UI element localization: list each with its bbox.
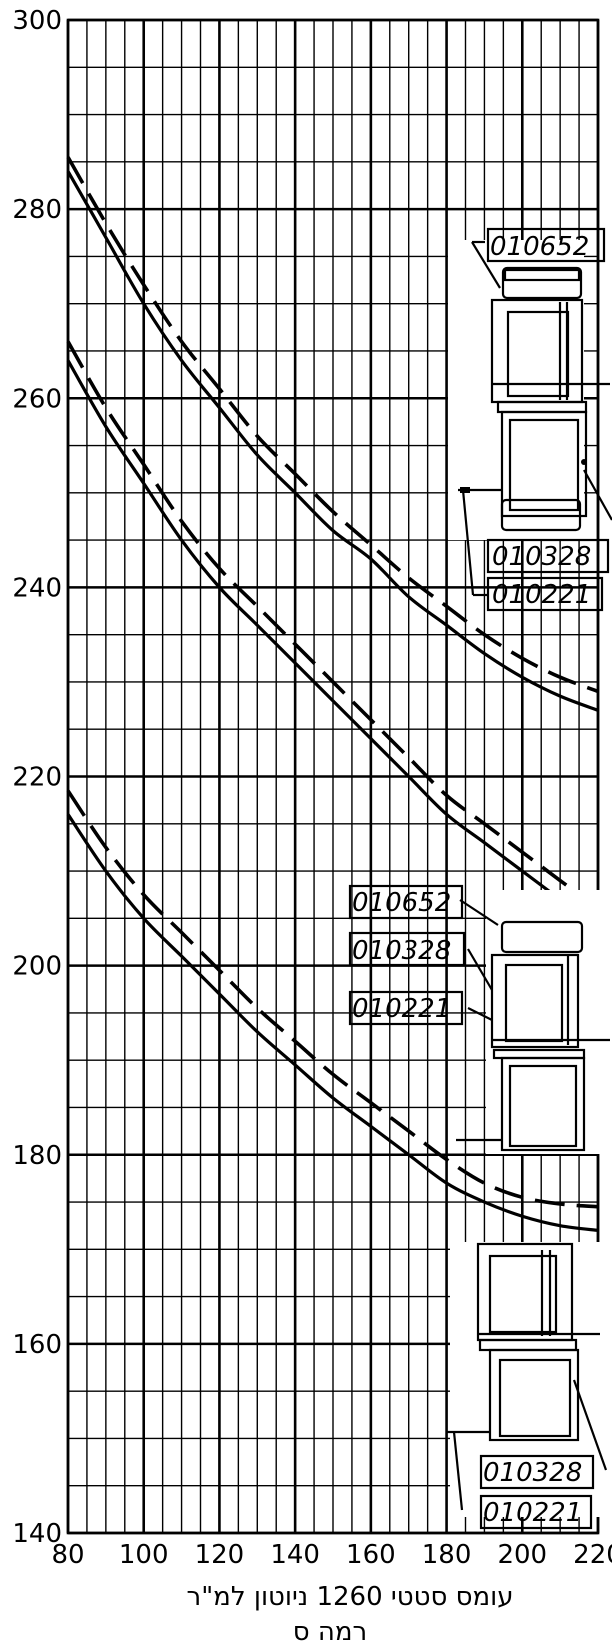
y-tick-label: 260 xyxy=(12,384,62,414)
profile-label-group-1: 010652 010328 010221 xyxy=(486,227,610,612)
series-line-1 xyxy=(66,170,599,712)
profile-label-2-1: 010652 xyxy=(352,888,451,918)
x-tick-label: 100 xyxy=(119,1540,169,1570)
series-line-5 xyxy=(66,813,599,1232)
profile-label-1-2: 010328 xyxy=(492,542,591,572)
x-tick-label: 140 xyxy=(270,1540,320,1570)
x-tick-label: 120 xyxy=(195,1540,245,1570)
series-line-3 xyxy=(66,359,599,930)
y-tick-label: 200 xyxy=(12,952,62,982)
x-axis-label: עומס סטטי 1260 ניוטון למ"ר xyxy=(187,1582,514,1612)
plot-frame xyxy=(66,18,600,1535)
profile-label-group-3: 010328 010221 xyxy=(479,1454,595,1530)
profile-label-2-2: 010328 xyxy=(352,936,451,966)
profile-drawing-2: 010652 010328 010221 xyxy=(348,884,612,1154)
profile-label-1-3: 010221 xyxy=(492,580,591,610)
profile-drawing-3: 010328 010221 xyxy=(446,1242,612,1530)
x-tick-label: 80 xyxy=(51,1540,84,1570)
y-tick-label: 180 xyxy=(12,1141,62,1171)
y-tick-label: 240 xyxy=(12,573,62,603)
chart-series xyxy=(66,156,600,1232)
series-line-6 xyxy=(66,789,599,1209)
profile-drawing-1: 010652 010328 010221 xyxy=(448,227,612,612)
profile-label-2-3: 010221 xyxy=(352,994,451,1024)
series-line-4 xyxy=(66,340,600,911)
series-line-2 xyxy=(66,156,599,694)
chart-subtitle: רמה ס xyxy=(293,1617,367,1645)
profile-label-3-2: 010221 xyxy=(483,1498,582,1528)
y-tick-label: 300 xyxy=(12,6,62,36)
x-tick-label: 160 xyxy=(346,1540,396,1570)
x-tick-label: 220 xyxy=(573,1540,612,1570)
y-tick-label: 220 xyxy=(12,763,62,793)
y-tick-label: 140 xyxy=(12,1519,62,1549)
profile-label-3-1: 010328 xyxy=(483,1458,582,1488)
y-tick-label: 160 xyxy=(12,1330,62,1360)
profile-label-group-2: 010652 010328 010221 xyxy=(348,884,466,1026)
y-tick-label: 280 xyxy=(12,195,62,225)
chart-tick-labels: 80 100 120 140 160 180 200 220 140 160 180 200 220 24… xyxy=(12,6,612,1570)
x-tick-label: 200 xyxy=(497,1540,547,1570)
profile-label-1-1: 010652 xyxy=(490,232,589,262)
x-tick-label: 180 xyxy=(422,1540,472,1570)
